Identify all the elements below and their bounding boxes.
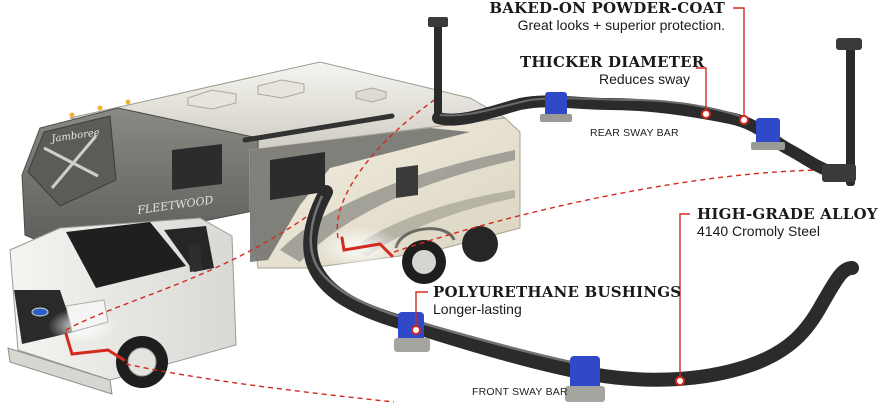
rv-side-window	[172, 144, 222, 190]
front-bushing-right	[565, 356, 605, 402]
marker-light	[97, 105, 103, 111]
zoom-connector-lines	[65, 95, 831, 403]
rv-rear-hubcap	[412, 250, 436, 274]
rear-end-link-mount	[428, 17, 448, 27]
poly-bushings-title: POLYURETHANE BUSHINGS	[433, 283, 682, 301]
front-sway-bar-label: FRONT SWAY BAR	[472, 386, 568, 398]
rear-sway-bar	[428, 17, 862, 186]
rv-x-graphic	[43, 135, 99, 189]
rv-rear-wheel-2	[462, 226, 498, 262]
rear-connector-top	[336, 95, 441, 239]
powder-coat-subtitle: Great looks + superior protection.	[517, 17, 725, 34]
powder-coat-leader	[733, 7, 745, 116]
front-connector-bottom	[125, 363, 395, 403]
powder-coat-title: BAKED-ON POWDER-COAT	[489, 0, 725, 17]
callout-leaders	[415, 7, 745, 377]
rear-bar-highlight	[439, 97, 741, 117]
roof-ac-unit	[257, 79, 305, 99]
marker-light	[125, 99, 131, 105]
rear-end-link-right-top	[836, 38, 862, 50]
thicker-diameter-subtitle: Reduces sway	[598, 71, 690, 88]
powder-coat-marker	[739, 115, 749, 125]
marker-light	[69, 112, 75, 118]
thicker-diameter-title: THICKER DIAMETER	[520, 53, 705, 71]
rv-side-mirror	[188, 244, 202, 272]
front-connector-top	[65, 209, 317, 331]
rear-bar-location-marker	[340, 236, 394, 258]
high-grade-alloy-title: HIGH-GRADE ALLOY	[697, 205, 878, 223]
poly-bushings-subtitle: Longer-lasting	[433, 301, 522, 318]
rv-motorhome: Jamboree FLEETWOOD	[7, 61, 521, 395]
high-grade-alloy-callout: HIGH-GRADE ALLOY 4140 Cromoly Steel	[697, 205, 878, 240]
rv-windshield	[66, 222, 186, 288]
thicker-diameter-leader	[696, 67, 707, 110]
front-bar-highlight	[309, 195, 591, 368]
rear-bushing-left	[540, 92, 572, 122]
poly-bushings-leader	[415, 291, 428, 326]
thicker-diameter-marker	[701, 109, 711, 119]
high-grade-alloy-leader	[679, 213, 690, 377]
front-sway-bar	[303, 185, 859, 402]
rv-door-window	[396, 165, 418, 198]
rv-front-hubcap	[127, 347, 157, 377]
rv-front-bumper	[7, 347, 113, 395]
rear-end-link-right	[846, 40, 855, 186]
rv-awning-rail	[242, 113, 395, 143]
thicker-diameter-callout: THICKER DIAMETER Reduces sway	[520, 53, 705, 88]
rear-end-link-left	[434, 24, 442, 116]
high-grade-alloy-subtitle: 4140 Cromoly Steel	[697, 223, 820, 240]
roof-ac-unit	[187, 89, 237, 110]
roof-vent	[355, 87, 387, 103]
high-grade-alloy-marker	[675, 376, 685, 386]
rear-connector-bottom	[393, 169, 831, 253]
poly-bushings-callout: POLYURETHANE BUSHINGS Longer-lasting	[433, 283, 682, 318]
poly-bushings-marker	[411, 325, 421, 335]
rear-bar-tube	[432, 95, 838, 178]
rear-sway-bar-label: REAR SWAY BAR	[590, 127, 679, 139]
rear-bushing-right	[751, 118, 785, 150]
powder-coat-callout: BAKED-ON POWDER-COAT Great looks + super…	[470, 0, 725, 33]
rear-end-link-right-bottom	[822, 164, 856, 182]
rv-side-window	[270, 152, 325, 200]
front-bar-location-marker	[64, 332, 126, 362]
ford-oval-logo	[31, 307, 49, 317]
